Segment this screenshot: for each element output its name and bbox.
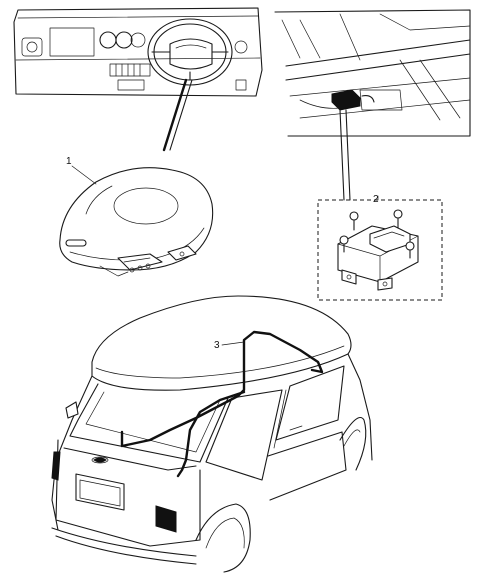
bolt-icon <box>393 209 403 229</box>
callout-2: 2 <box>373 194 379 205</box>
bolt-icon <box>349 211 359 231</box>
car-rear-view <box>51 295 373 573</box>
callout-1-label: 1 <box>66 156 72 167</box>
bolt-icon <box>339 235 349 253</box>
control-unit-detail <box>317 195 443 301</box>
dashboard-view <box>13 7 263 152</box>
bolt-icon <box>405 241 415 259</box>
airbag-module <box>59 167 214 277</box>
callout-3-label: 3 <box>214 340 220 351</box>
callout-1: 1 <box>66 156 97 185</box>
callout-3: 3 <box>214 340 245 351</box>
floor-pan-view <box>274 9 471 201</box>
callout-2-label: 2 <box>373 194 379 205</box>
